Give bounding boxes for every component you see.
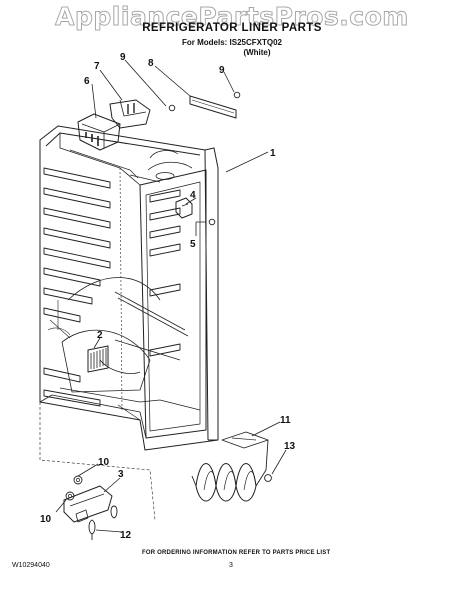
part-8-trim-strip <box>189 95 237 119</box>
callout-label: 3 <box>118 469 124 480</box>
callout-label: 13 <box>284 441 296 452</box>
part-9-screws <box>168 91 241 112</box>
callout-label: 2 <box>97 330 103 341</box>
document-number: W10294040 <box>12 562 50 569</box>
model-numbers: For Models: IS25CFXTQ02 <box>181 38 283 47</box>
callout-label: 9 <box>120 52 126 63</box>
callout-label: 6 <box>84 76 90 87</box>
liner-box <box>39 125 219 521</box>
callout-label: 12 <box>120 530 132 541</box>
callout-label: 5 <box>190 239 196 250</box>
callout-label: 11 <box>280 415 291 426</box>
part-2-damper <box>87 345 109 373</box>
callout-label: 9 <box>219 65 225 76</box>
site-watermark: AppliancePartsPros.com <box>55 2 409 32</box>
crisper-cover-area <box>61 277 189 393</box>
part-6-7-housing <box>77 99 151 151</box>
callout-label: 10 <box>40 514 52 525</box>
callout-label: 8 <box>148 58 154 69</box>
callout-label: 10 <box>98 457 110 468</box>
callout-label: 7 <box>94 61 100 72</box>
callout-numbers: 1 2 3 4 5 6 7 8 9 9 10 10 11 12 13 <box>40 52 296 541</box>
part-4-5-bracket <box>175 197 216 226</box>
right-wall-shelf-rails <box>149 189 181 357</box>
left-wall-shelf-rails <box>43 167 111 407</box>
callout-label: 4 <box>190 190 196 201</box>
leader-lines <box>55 59 287 533</box>
callout-label: 1 <box>270 148 276 159</box>
part-11-13-defrost-heater <box>191 431 272 502</box>
ordering-note: FOR ORDERING INFORMATION REFER TO PARTS … <box>142 550 331 556</box>
model-color: (White) <box>243 48 271 57</box>
page-number: 3 <box>229 562 233 569</box>
page-title: REFRIGERATOR LINER PARTS <box>142 22 322 34</box>
part-3-light-housing <box>63 475 118 540</box>
